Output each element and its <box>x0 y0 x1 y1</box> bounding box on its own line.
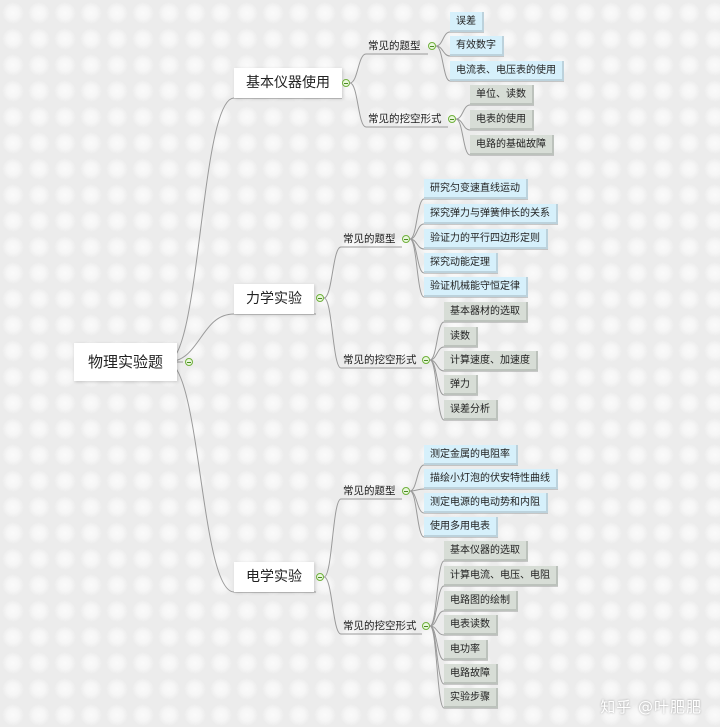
leaf-node-2-1-4[interactable]: 电功率 <box>444 640 488 660</box>
leaf-node-2-0-1[interactable]: 描绘小灯泡的伏安特性曲线 <box>424 469 558 489</box>
group-collapse-toggle-0-1[interactable] <box>448 115 456 123</box>
group-to-leaf-line-0-1-2 <box>455 118 471 156</box>
branch-to-group-line-1-0 <box>323 246 342 299</box>
root-to-branch-line-2 <box>166 361 235 593</box>
group-label-1-0[interactable]: 常见的题型 <box>343 233 396 245</box>
branch-node-2[interactable]: 电学实验 <box>234 562 314 592</box>
leaf-node-0-1-1[interactable]: 电表的使用 <box>470 110 534 130</box>
leaf-node-1-0-1[interactable]: 探究弹力与弹簧伸长的关系 <box>424 204 558 224</box>
branch-to-group-line-2-1 <box>323 576 342 635</box>
group-to-leaf-line-2-0-0 <box>409 464 425 492</box>
leaf-node-1-0-2[interactable]: 验证力的平行四边形定则 <box>424 229 548 249</box>
group-label-1-1[interactable]: 常见的挖空形式 <box>343 354 417 366</box>
leaf-node-0-1-0[interactable]: 单位、读数 <box>470 85 534 105</box>
leaf-node-1-0-0[interactable]: 研究匀变速直线运动 <box>424 179 528 199</box>
group-label-0-0[interactable]: 常见的题型 <box>368 40 421 52</box>
leaf-node-2-0-2[interactable]: 测定电源的电动势和内阻 <box>424 493 548 513</box>
group-collapse-toggle-2-0[interactable] <box>402 487 410 495</box>
watermark: 知乎 @叶肥肥 <box>600 698 702 716</box>
group-label-2-0[interactable]: 常见的题型 <box>343 485 396 497</box>
branch-node-0[interactable]: 基本仪器使用 <box>234 68 342 98</box>
group-label-2-1[interactable]: 常见的挖空形式 <box>343 620 417 632</box>
branch-collapse-toggle-0[interactable] <box>342 79 350 87</box>
leaf-node-0-0-2[interactable]: 电流表、电压表的使用 <box>450 61 564 81</box>
leaf-node-2-0-0[interactable]: 测定金属的电阻率 <box>424 445 518 465</box>
group-to-leaf-line-1-1-0 <box>429 321 445 361</box>
group-collapse-toggle-0-0[interactable] <box>428 42 436 50</box>
leaf-node-1-0-4[interactable]: 验证机械能守恒定律 <box>424 277 528 297</box>
leaf-node-1-1-0[interactable]: 基本器材的选取 <box>444 302 528 322</box>
group-to-leaf-line-0-1-0 <box>455 104 471 120</box>
branch-to-group-line-0-0 <box>349 53 367 84</box>
leaf-node-1-1-3[interactable]: 弹力 <box>444 375 478 395</box>
branch-to-group-line-2-0 <box>323 498 342 578</box>
leaf-node-2-1-5[interactable]: 电路故障 <box>444 664 498 684</box>
group-to-leaf-line-1-1-1 <box>429 346 445 361</box>
group-collapse-toggle-2-1[interactable] <box>422 622 430 630</box>
branch-collapse-toggle-2[interactable] <box>316 573 324 581</box>
group-to-leaf-line-0-0-2 <box>435 45 451 82</box>
leaf-node-2-1-1[interactable]: 计算电流、电压、电阻 <box>444 566 558 586</box>
group-to-leaf-line-1-0-4 <box>409 238 425 298</box>
leaf-node-1-1-1[interactable]: 读数 <box>444 327 478 347</box>
root-collapse-toggle[interactable] <box>185 358 193 366</box>
leaf-node-0-0-0[interactable]: 误差 <box>450 12 484 32</box>
group-collapse-toggle-1-0[interactable] <box>402 235 410 243</box>
leaf-node-2-1-0[interactable]: 基本仪器的选取 <box>444 541 528 561</box>
branch-to-group-line-1-1 <box>323 297 342 369</box>
group-to-leaf-line-2-1-1 <box>429 585 445 627</box>
leaf-node-2-0-3[interactable]: 使用多用电表 <box>424 517 498 537</box>
leaf-node-1-1-2[interactable]: 计算速度、加速度 <box>444 351 538 371</box>
group-to-leaf-line-1-1-4 <box>429 359 445 421</box>
branch-to-group-line-0-1 <box>349 82 367 128</box>
root-to-branch-line-1 <box>166 313 235 363</box>
group-to-leaf-line-2-1-2 <box>429 610 445 627</box>
group-to-leaf-line-1-0-1 <box>409 223 425 240</box>
root-node[interactable]: 物理实验题 <box>74 343 178 381</box>
leaf-node-2-1-2[interactable]: 电路图的绘制 <box>444 591 518 611</box>
group-collapse-toggle-1-1[interactable] <box>422 356 430 364</box>
group-to-leaf-line-1-0-0 <box>409 198 425 240</box>
branch-collapse-toggle-1[interactable] <box>316 294 324 302</box>
group-to-leaf-line-2-0-3 <box>409 490 425 538</box>
group-label-0-1[interactable]: 常见的挖空形式 <box>368 113 442 125</box>
leaf-node-1-0-3[interactable]: 探究动能定理 <box>424 253 498 273</box>
root-to-branch-line-0 <box>166 97 235 363</box>
group-to-leaf-line-2-1-6 <box>429 625 445 709</box>
leaf-node-0-1-2[interactable]: 电路的基础故障 <box>470 135 554 155</box>
branch-node-1[interactable]: 力学实验 <box>234 284 314 314</box>
group-to-leaf-line-2-1-0 <box>429 560 445 627</box>
group-to-leaf-line-0-0-0 <box>435 31 451 47</box>
leaf-node-0-0-1[interactable]: 有效数字 <box>450 36 504 56</box>
leaf-node-1-1-4[interactable]: 误差分析 <box>444 400 498 420</box>
leaf-node-2-1-6[interactable]: 实验步骤 <box>444 688 498 708</box>
leaf-node-2-1-3[interactable]: 电表读数 <box>444 615 498 635</box>
group-to-leaf-line-2-0-2 <box>409 490 425 514</box>
